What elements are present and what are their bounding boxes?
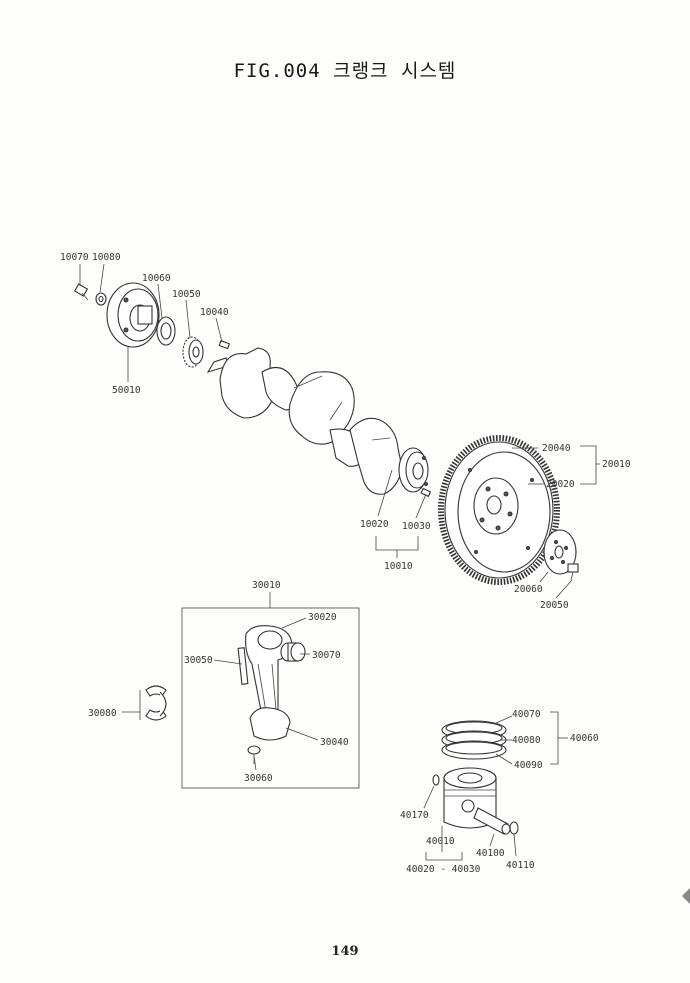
- label-10050: 10050: [172, 289, 201, 300]
- label-10010: 10010: [384, 561, 413, 572]
- page-edge-mark: [682, 888, 690, 904]
- label-30070: 30070: [312, 650, 341, 661]
- label-10080: 10080: [92, 252, 121, 263]
- label-10060: 10060: [142, 273, 171, 284]
- dowel-10030: [420, 487, 432, 498]
- label-40100: 40100: [476, 848, 505, 859]
- bushing-30070: [280, 642, 306, 662]
- label-30020: 30020: [308, 612, 337, 623]
- label-20010: 20010: [602, 459, 631, 470]
- snap-ring-40110: [509, 821, 519, 835]
- pulley-50010: [106, 282, 160, 348]
- flywheel-20010: [438, 435, 560, 585]
- gear-10050: [182, 336, 204, 368]
- figure-title: FIG.004 크랭크 시스템: [233, 60, 457, 82]
- crankshaft-10010: [206, 347, 429, 495]
- key-10040: [218, 340, 231, 350]
- nut-30060: [247, 745, 261, 764]
- label-40080: 40080: [512, 735, 541, 746]
- leaders-piston: [423, 711, 568, 861]
- label-20040: 20040: [542, 443, 571, 454]
- piston-rings-40060: [441, 720, 507, 760]
- piston-pin-40100: [473, 807, 511, 835]
- label-40110: 40110: [506, 860, 535, 871]
- plate-20060: [543, 529, 577, 575]
- page-number: 149: [331, 944, 359, 959]
- label-40090: 40090: [514, 760, 543, 771]
- label-30010: 30010: [252, 580, 281, 591]
- label-20050: 20050: [540, 600, 569, 611]
- label-40060: 40060: [570, 733, 599, 744]
- label-50010: 50010: [112, 385, 141, 396]
- label-30060: 30060: [244, 773, 273, 784]
- label-40170: 40170: [400, 810, 429, 821]
- label-10020: 10020: [360, 519, 389, 530]
- label-30080: 30080: [88, 708, 117, 719]
- connecting-rod-30010: [237, 625, 293, 741]
- washer-10080: [95, 292, 107, 306]
- leaders-upper: [79, 263, 600, 599]
- label-20020: 20020: [546, 479, 575, 490]
- bolt-10070: [73, 283, 89, 301]
- part-labels: 10070 10080 10060 10050 10040 50010 2004…: [60, 252, 631, 875]
- label-40010: 40010: [426, 836, 455, 847]
- snap-ring-40170: [432, 774, 440, 786]
- label-10070: 10070: [60, 252, 89, 263]
- piston-40010: [443, 767, 497, 829]
- conrod-group-box: [181, 607, 360, 789]
- label-20060: 20060: [514, 584, 543, 595]
- leaders-conrod: [122, 617, 319, 771]
- bearing-30080: [145, 685, 167, 721]
- label-40020-40030: 40020 - 40030: [406, 864, 481, 875]
- seal-10060: [156, 316, 176, 346]
- label-30050: 30050: [184, 655, 213, 666]
- label-10030: 10030: [402, 521, 431, 532]
- label-10040: 10040: [200, 307, 229, 318]
- label-40070: 40070: [512, 709, 541, 720]
- label-30040: 30040: [320, 737, 349, 748]
- bolt-20050: [567, 563, 579, 581]
